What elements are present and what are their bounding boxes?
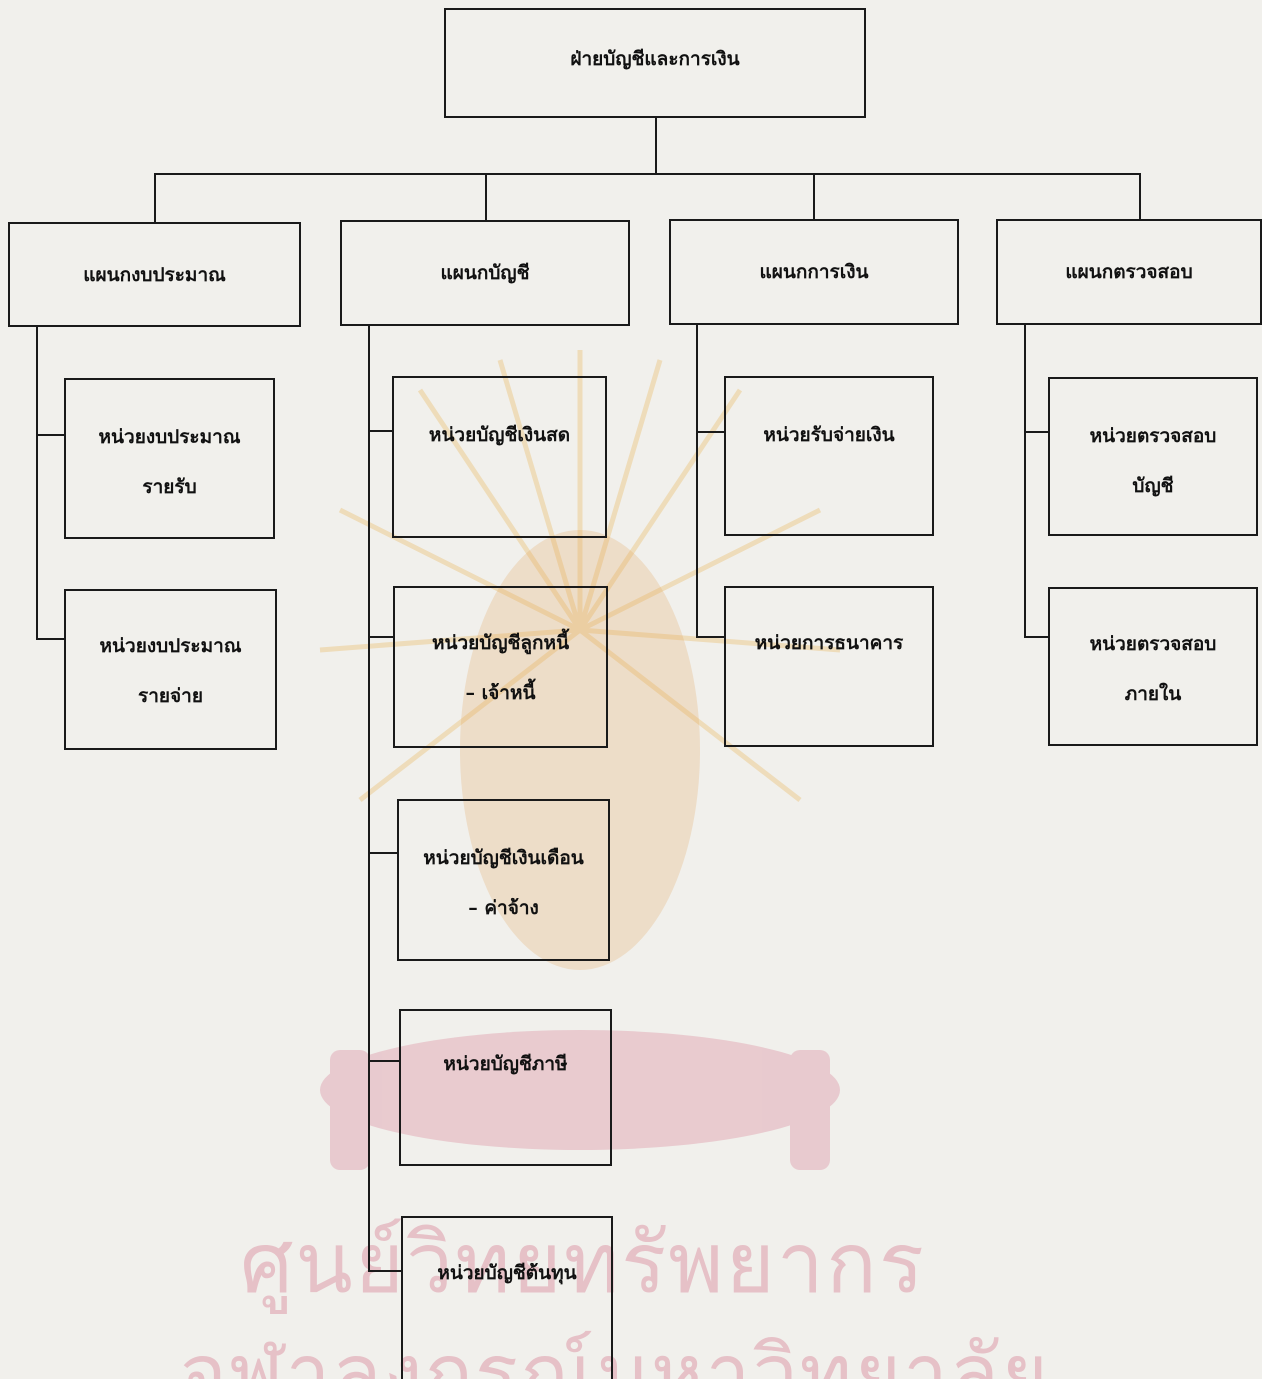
connector-line — [154, 173, 156, 224]
unit-label-line1: หน่วยงบประมาณ — [99, 635, 242, 657]
watermark-line-2: จุฬาลงกรณ์มหาวิทยาลัย — [180, 1327, 1050, 1379]
unit-label-line1: หน่วยงบประมาณ — [98, 426, 241, 448]
connector-line — [368, 430, 394, 432]
unit-box: หน่วยบัญชีลูกหนี้ – เจ้าหนี้ — [393, 586, 608, 748]
connector-line — [1024, 431, 1050, 433]
unit-label-line1: หน่วยบัญชีภาษี — [443, 1053, 568, 1075]
unit-label-line2: รายจ่าย — [138, 685, 203, 707]
watermark-line-1: ศูนย์วิทยทรัพยากร — [240, 1214, 926, 1312]
unit-label-line1: หน่วยบัญชีลูกหนี้ — [431, 632, 570, 654]
unit-box: หน่วยงบประมาณ รายรับ — [64, 378, 275, 539]
unit-box: หน่วยบัญชีภาษี — [399, 1009, 612, 1166]
finance-division-box: ฝ่ายบัญชีและการเงิน — [444, 8, 866, 118]
connector-line — [1024, 636, 1050, 638]
unit-label-line1: หน่วยตรวจสอบ — [1089, 425, 1217, 447]
connector-line — [36, 638, 66, 640]
department-box-budget: แผนกงบประมาณ — [8, 222, 301, 327]
unit-label-line1: หน่วยการธนาคาร — [754, 632, 904, 654]
department-label: แผนกบัญชี — [440, 262, 530, 284]
unit-box: หน่วยรับจ่ายเงิน — [724, 376, 934, 536]
connector-line — [655, 116, 657, 174]
unit-label-line2: – ค่าจ้าง — [468, 897, 539, 919]
unit-label-line2: บัญชี — [1132, 475, 1174, 497]
connector-line — [368, 636, 394, 638]
unit-box: หน่วยการธนาคาร — [724, 586, 934, 747]
department-box-accounting: แผนกบัญชี — [340, 220, 630, 326]
connector-line — [368, 1060, 400, 1062]
unit-label-line2: ภายใน — [1124, 683, 1182, 705]
connector-line — [1024, 324, 1026, 638]
connector-line — [1139, 173, 1141, 221]
unit-box: หน่วยบัญชีต้นทุน — [401, 1216, 613, 1379]
unit-label-line1: หน่วยบัญชีต้นทุน — [437, 1262, 577, 1284]
unit-label-line1: หน่วยตรวจสอบ — [1089, 633, 1217, 655]
connector-line — [696, 431, 726, 433]
department-box-audit: แผนกตรวจสอบ — [996, 219, 1262, 325]
connector-line — [696, 324, 698, 638]
department-label: แผนกการเงิน — [759, 261, 869, 283]
connector-line — [696, 636, 726, 638]
department-label: แผนกงบประมาณ — [83, 264, 226, 286]
unit-label-line1: หน่วยบัญชีเงินเดือน — [423, 847, 584, 869]
connector-line — [36, 326, 38, 639]
connector-line — [368, 1270, 402, 1272]
unit-box: หน่วยตรวจสอบ ภายใน — [1048, 587, 1258, 746]
finance-division-label: ฝ่ายบัญชีและการเงิน — [570, 48, 740, 70]
unit-box: หน่วยตรวจสอบ บัญชี — [1048, 377, 1258, 536]
department-label: แผนกตรวจสอบ — [1065, 261, 1193, 283]
connector-line — [485, 173, 487, 221]
department-box-finance: แผนกการเงิน — [669, 219, 959, 325]
unit-box: หน่วยบัญชีเงินสด — [392, 376, 607, 538]
connector-line — [368, 325, 370, 1272]
unit-label-line2: – เจ้าหนี้ — [465, 682, 536, 704]
unit-box: หน่วยงบประมาณ รายจ่าย — [64, 589, 277, 750]
unit-label-line2: รายรับ — [142, 476, 197, 498]
unit-label-line1: หน่วยบัญชีเงินสด — [428, 424, 571, 446]
unit-box: หน่วยบัญชีเงินเดือน – ค่าจ้าง — [397, 799, 610, 961]
connector-line — [813, 173, 815, 221]
connector-line — [154, 173, 1141, 175]
connector-line — [36, 434, 66, 436]
connector-line — [368, 852, 398, 854]
unit-label-line1: หน่วยรับจ่ายเงิน — [763, 424, 895, 446]
